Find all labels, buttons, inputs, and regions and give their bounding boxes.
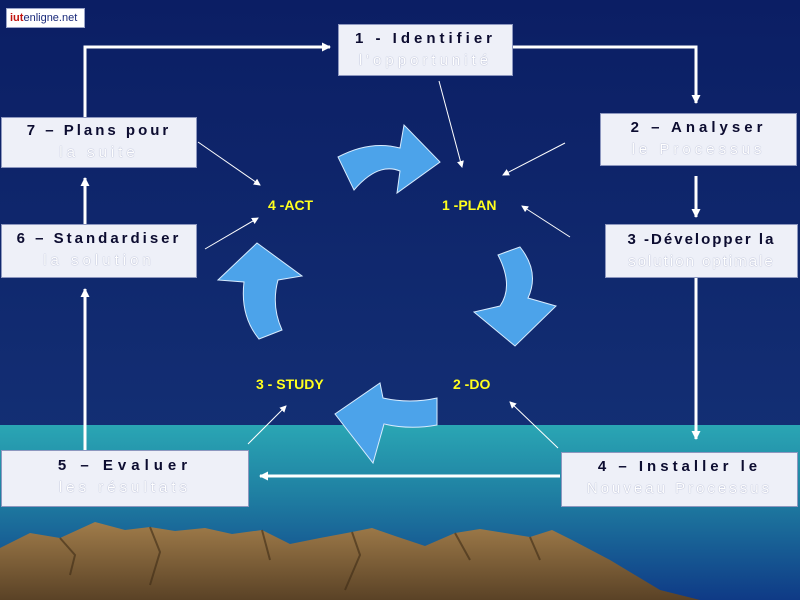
cycle-label-do: 2 -DO: [453, 376, 491, 392]
step-5-title: 5 – Evaluer: [57, 457, 193, 474]
step-box-evaluer: 5 – Evaluer les résultats: [1, 450, 249, 507]
step-4-title: 4 – Installer le: [597, 458, 762, 475]
step-3-subtitle: solution optimale: [628, 253, 775, 270]
pointer-b7-act: [197, 141, 261, 186]
step-2-title: 2 – Analyser: [630, 119, 767, 136]
cycle-label-act: 4 -ACT: [268, 197, 314, 213]
cycle-arrow-act-to-plan: [337, 123, 441, 195]
step-box-plans: 7 – Plans pour la suite: [1, 117, 197, 168]
step-2-subtitle: le Processus: [631, 141, 766, 158]
cycle-label-study: 3 - STUDY: [256, 376, 324, 392]
step-box-installer: 4 – Installer le Nouveau Processus: [561, 452, 798, 507]
mountain-ridges: [59, 526, 541, 591]
pointer-b2-plan: [502, 142, 566, 176]
pointer-b6-act: [204, 217, 259, 250]
step-7-title: 7 – Plans pour: [26, 122, 172, 139]
cycle-arrow-study-to-act: [216, 242, 304, 340]
step-1-subtitle: l'opportunité: [358, 52, 493, 69]
connector-7-to-1: [83, 42, 331, 117]
step-5-subtitle: les résultats: [58, 479, 192, 496]
step-1-title: 1 - Identifier: [354, 30, 496, 47]
logo-prefix: iut: [10, 12, 24, 24]
pointer-b5-study: [247, 405, 287, 445]
step-4-subtitle: Nouveau Processus: [586, 480, 773, 497]
step-6-subtitle: la solution: [43, 252, 155, 269]
pointer-b4-do: [509, 401, 559, 449]
logo-suffix: enligne.net: [23, 12, 78, 24]
step-7-subtitle: la suite: [59, 144, 139, 161]
mountain-range: [0, 522, 700, 600]
pointer-lines: [197, 80, 571, 449]
cycle-arrows: [216, 123, 557, 465]
pointer-b3-plan: [521, 205, 571, 238]
step-6-title: 6 – Standardiser: [16, 230, 182, 247]
step-3-title: 3 -Développer la: [627, 231, 776, 248]
pointer-b1-plan: [438, 80, 464, 168]
site-logo: iutenligne.net: [6, 8, 85, 28]
step-box-analyser: 2 – Analyser le Processus: [600, 113, 797, 166]
cycle-arrow-plan-to-do: [472, 246, 557, 347]
step-box-developper: 3 -Développer la solution optimale: [605, 224, 798, 278]
connector-1-to-2: [513, 45, 701, 104]
step-box-identifier: 1 - Identifier l'opportunité: [338, 24, 513, 76]
cycle-label-plan: 1 -PLAN: [442, 197, 497, 213]
cycle-arrow-do-to-study: [334, 382, 438, 465]
outer-connectors: [80, 42, 701, 481]
step-box-standardiser: 6 – Standardiser la solution: [1, 224, 197, 278]
